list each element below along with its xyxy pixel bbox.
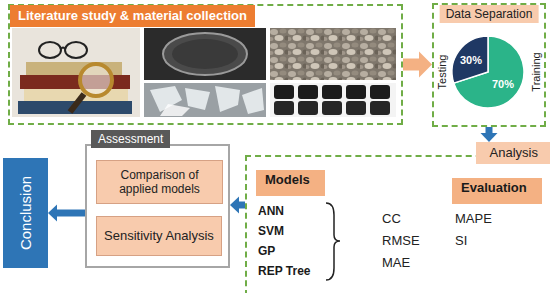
process-box: Comparison of applied models — [96, 160, 223, 204]
plastic-shard — [160, 104, 190, 116]
node-label: Assessment — [91, 130, 170, 148]
connector-line — [57, 210, 85, 217]
list-item: CC — [382, 212, 401, 225]
node-label: Analysis — [476, 142, 550, 164]
list-item: REP Tree — [258, 265, 310, 277]
photo-ground — [144, 28, 266, 80]
list-item: SVM — [258, 225, 284, 237]
chart-label: Testing — [437, 55, 448, 90]
specimen — [298, 85, 318, 99]
node-label: Literature study & material collection — [10, 5, 255, 27]
curly-bracket — [326, 203, 340, 280]
list-item: RMSE — [382, 234, 420, 247]
connector-line — [486, 127, 493, 133]
glass-dish — [163, 33, 247, 75]
specimen — [370, 101, 390, 115]
books-photo — [12, 28, 140, 117]
list-item: GP — [258, 245, 275, 257]
plastic-shard — [185, 88, 210, 110]
connector-line — [403, 59, 419, 71]
plastic-shard — [242, 88, 264, 114]
specimen — [346, 85, 366, 99]
node-label: Models — [256, 170, 325, 190]
node-label: Evaluation — [452, 178, 542, 198]
plastic-shard — [215, 86, 240, 112]
header-tag: Evaluation — [452, 178, 542, 204]
book — [24, 89, 128, 101]
list-item: SI — [455, 234, 467, 247]
connector-arrow — [230, 197, 245, 214]
gravel-photo — [270, 28, 396, 80]
chart-label: 30% — [460, 55, 482, 66]
magnifier — [80, 64, 112, 96]
list-item: MAE — [382, 256, 410, 269]
connector-arrow — [403, 52, 432, 78]
magnifier-handle — [70, 94, 84, 112]
process-frame: Data Separation — [432, 3, 546, 127]
photo-ground — [12, 28, 140, 117]
connector-arrow — [481, 127, 498, 142]
pie-chart — [452, 36, 524, 108]
node-label: Sensitivity Analysis — [99, 224, 219, 248]
dish-photo — [144, 28, 266, 80]
specimen — [370, 85, 390, 99]
header-tag: Models — [256, 170, 325, 196]
specimen — [322, 85, 342, 99]
specimen — [274, 101, 294, 115]
plastic-photo — [144, 83, 266, 117]
glasses — [39, 42, 61, 58]
glass-dish — [172, 39, 238, 69]
arrow-head — [481, 133, 498, 142]
specimen — [346, 101, 366, 115]
pie-slice — [452, 36, 488, 83]
terminal-box: Conclusion — [3, 158, 48, 268]
process-frame: AssessmentComparison of applied modelsSe… — [85, 130, 230, 268]
node-label: Comparison of applied models — [97, 164, 222, 201]
list-item: MAPE — [455, 212, 492, 225]
photo-ground — [270, 83, 396, 117]
list-item: ANN — [258, 205, 284, 217]
node-label: Conclusion — [17, 176, 35, 250]
node-label: Data Separation — [440, 5, 539, 23]
arrow-head — [48, 205, 57, 222]
connector-arrow — [48, 205, 85, 222]
arrow-head — [230, 197, 239, 214]
glasses — [61, 48, 65, 50]
specimen — [298, 101, 318, 115]
specimen — [274, 85, 294, 99]
specimen-photo — [270, 83, 396, 117]
chart-label: 70% — [492, 79, 514, 90]
process-box: Sensitivity Analysis — [96, 216, 222, 256]
photo-ground — [144, 83, 266, 117]
process-frame: Literature study & material collection — [8, 4, 403, 125]
arrow-head — [419, 52, 432, 78]
chart-label: Training — [531, 52, 542, 91]
glasses — [65, 42, 87, 58]
specimen — [322, 101, 342, 115]
